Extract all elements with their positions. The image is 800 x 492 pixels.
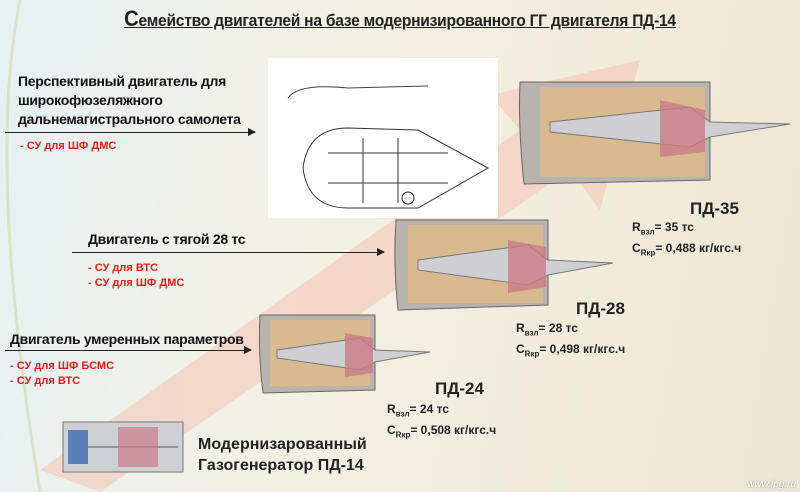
sfc-value: = 0,498 кг/кгс.ч <box>539 342 626 357</box>
thrust-spec: Rвзл= 24 тс <box>387 401 496 422</box>
engine-pd35-drawing <box>519 81 791 185</box>
r-subscript: взл <box>524 328 539 338</box>
title-text: емейство двигателей на базе модернизиров… <box>138 11 677 30</box>
sfc-spec: CRкр= 0,488 кг/кгс.ч <box>632 240 741 261</box>
use-item: - СУ для ШФ ДМС <box>20 140 117 152</box>
c-subscript: Rкр <box>524 349 540 359</box>
use-item: - СУ для ВТС <box>88 262 159 274</box>
sfc-spec: CRкр= 0,498 кг/кгс.ч <box>516 341 625 362</box>
engine-specs-pd28: Rвзл= 28 тс CRкр= 0,498 кг/кгс.ч <box>516 320 625 363</box>
engine-name-pd35: ПД-35 <box>690 199 739 218</box>
c-subscript: Rкр <box>395 430 411 440</box>
label-line: дальнемагистрального самолета <box>18 111 241 127</box>
r-symbol: R <box>516 321 525 335</box>
c-symbol: C <box>632 241 641 256</box>
use-item: - СУ для ШФ БСМС <box>10 360 115 372</box>
sfc-value: = 0,508 кг/кгс.ч <box>410 423 497 438</box>
engine-pd28-drawing <box>394 219 614 311</box>
row-3-label: Двигатель умеренных параметров <box>10 331 244 347</box>
engine-specs-pd24: Rвзл= 24 тс CRкр= 0,508 кг/кгс.ч <box>387 401 496 444</box>
thrust-value: = 28 тс <box>538 321 578 335</box>
engine-specs-pd35: Rвзл= 35 тс CRкр= 0,488 кг/кгс.ч <box>632 219 741 262</box>
label-line: широкофюзеляжного <box>18 92 163 108</box>
gg-line-2: Газогенератор ПД-14 <box>198 457 364 474</box>
engine-name-pd24: ПД-24 <box>435 379 484 398</box>
thrust-value: = 24 тс <box>409 402 449 416</box>
r-symbol: R <box>632 220 641 234</box>
use-item: - СУ для ВТС <box>10 375 81 387</box>
page-title: Семейство двигателей на базе модернизиро… <box>32 6 768 32</box>
watermark: www.jpg.ru <box>747 479 796 490</box>
gas-generator-drawing <box>62 421 184 473</box>
row-2-uses: - СУ для ВТС - СУ для ШФ ДМС <box>88 261 184 291</box>
c-subscript: Rкр <box>640 248 656 258</box>
engine-name-pd28: ПД-28 <box>576 299 625 318</box>
title-initial: С <box>124 6 139 31</box>
c-symbol: C <box>387 423 396 438</box>
row-1-label: Перспективный двигатель для широкофюзеля… <box>18 72 241 129</box>
engine-sketch-drawing <box>268 58 498 218</box>
label-line: Перспективный двигатель для <box>18 73 227 89</box>
thrust-spec: Rвзл= 28 тс <box>516 320 625 341</box>
sfc-value: = 0,488 кг/кгс.ч <box>655 241 742 256</box>
row-2-label: Двигатель с тягой 28 тс <box>88 231 246 247</box>
arrow-row-2 <box>72 248 385 256</box>
use-item: - СУ для ШФ ДМС <box>88 277 185 289</box>
gas-generator-label: Модернизарованный Газогенератор ПД-14 <box>198 434 367 476</box>
thrust-spec: Rвзл= 35 тс <box>632 219 741 240</box>
engine-pd24-drawing <box>258 314 431 394</box>
arrow-row-3 <box>5 346 252 354</box>
arrow-row-1 <box>5 128 256 136</box>
r-symbol: R <box>387 402 396 416</box>
gg-line-1: Модернизарованный <box>198 436 367 453</box>
c-symbol: C <box>516 342 525 357</box>
r-subscript: взл <box>640 227 655 237</box>
row-3-uses: - СУ для ШФ БСМС - СУ для ВТС <box>10 359 114 389</box>
r-subscript: взл <box>395 409 410 419</box>
thrust-value: = 35 тс <box>654 220 694 234</box>
sfc-spec: CRкр= 0,508 кг/кгс.ч <box>387 422 496 443</box>
